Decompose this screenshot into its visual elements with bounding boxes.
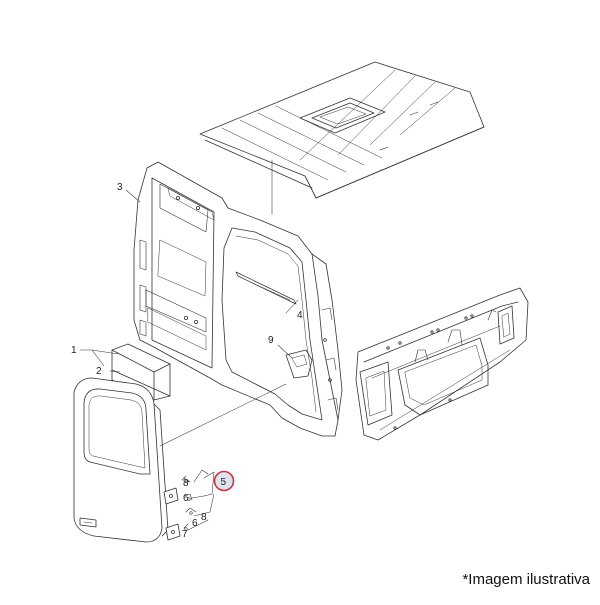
rear-wall-panel (355, 287, 529, 441)
highlight-ring (213, 470, 235, 492)
callout-8b: 8 (201, 512, 207, 523)
door-panel (73, 377, 181, 543)
callout-9: 9 (268, 335, 274, 346)
highlighted-callout-5[interactable]: 5 (213, 470, 235, 492)
leader-lines (79, 159, 299, 531)
callout-2: 2 (96, 366, 102, 377)
callout-8a: 8 (183, 478, 189, 489)
callout-6a: 6 (183, 493, 189, 504)
hinge-hardware (181, 475, 197, 531)
illustrative-image-note: *Imagem ilustrativa (462, 571, 590, 588)
callout-labels: 3 4 9 1 2 8 6 8 6 7 (71, 182, 303, 540)
callout-6b: 6 (192, 518, 198, 529)
callout-4: 4 (297, 310, 303, 321)
side-wall-panel (133, 161, 343, 437)
callout-7: 7 (182, 529, 188, 540)
callout-5: 5 (221, 477, 227, 488)
roof-panel (199, 61, 485, 199)
callout-1: 1 (71, 345, 77, 356)
callout-3: 3 (117, 182, 123, 193)
